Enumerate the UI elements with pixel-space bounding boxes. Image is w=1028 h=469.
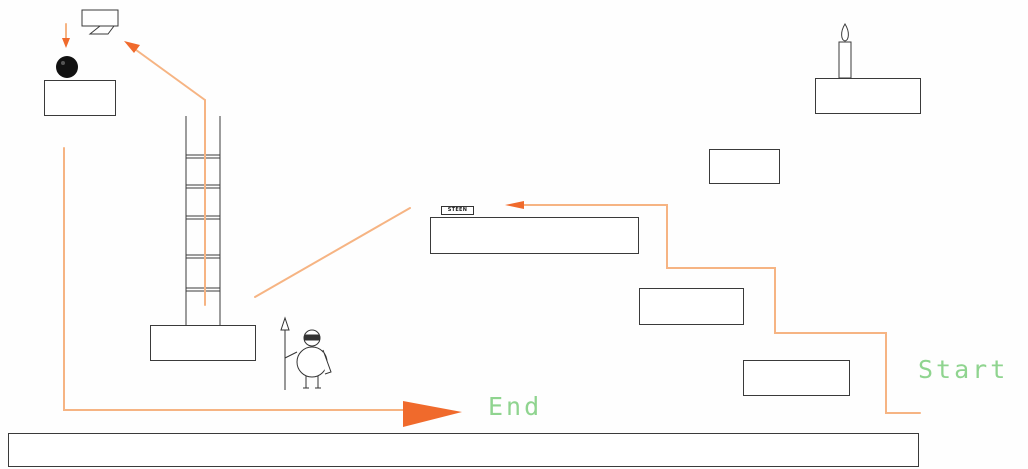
platform-top-left bbox=[44, 80, 116, 116]
ladder-icon bbox=[185, 116, 221, 325]
platform-top-right bbox=[815, 78, 921, 114]
bomb-icon bbox=[56, 56, 78, 78]
end-label: End bbox=[488, 392, 543, 421]
platform-small-right bbox=[709, 149, 780, 184]
platform-ladder-base bbox=[150, 325, 256, 361]
arrowhead-left bbox=[505, 201, 524, 209]
platform-step-upper bbox=[639, 288, 744, 325]
route-path bbox=[63, 23, 921, 414]
knight-icon bbox=[280, 316, 332, 390]
arrowhead-upleft bbox=[124, 41, 140, 53]
candle-icon bbox=[838, 23, 852, 79]
mirror-frame-icon bbox=[81, 9, 119, 35]
platform-step-lower bbox=[743, 360, 850, 396]
end-arrowhead bbox=[403, 401, 462, 427]
arrowhead-down bbox=[62, 38, 70, 48]
ground-platform bbox=[8, 433, 919, 467]
sign-plate: STEEN bbox=[441, 206, 474, 215]
platform-middle-long bbox=[430, 217, 639, 254]
start-label: Start bbox=[918, 355, 1009, 384]
